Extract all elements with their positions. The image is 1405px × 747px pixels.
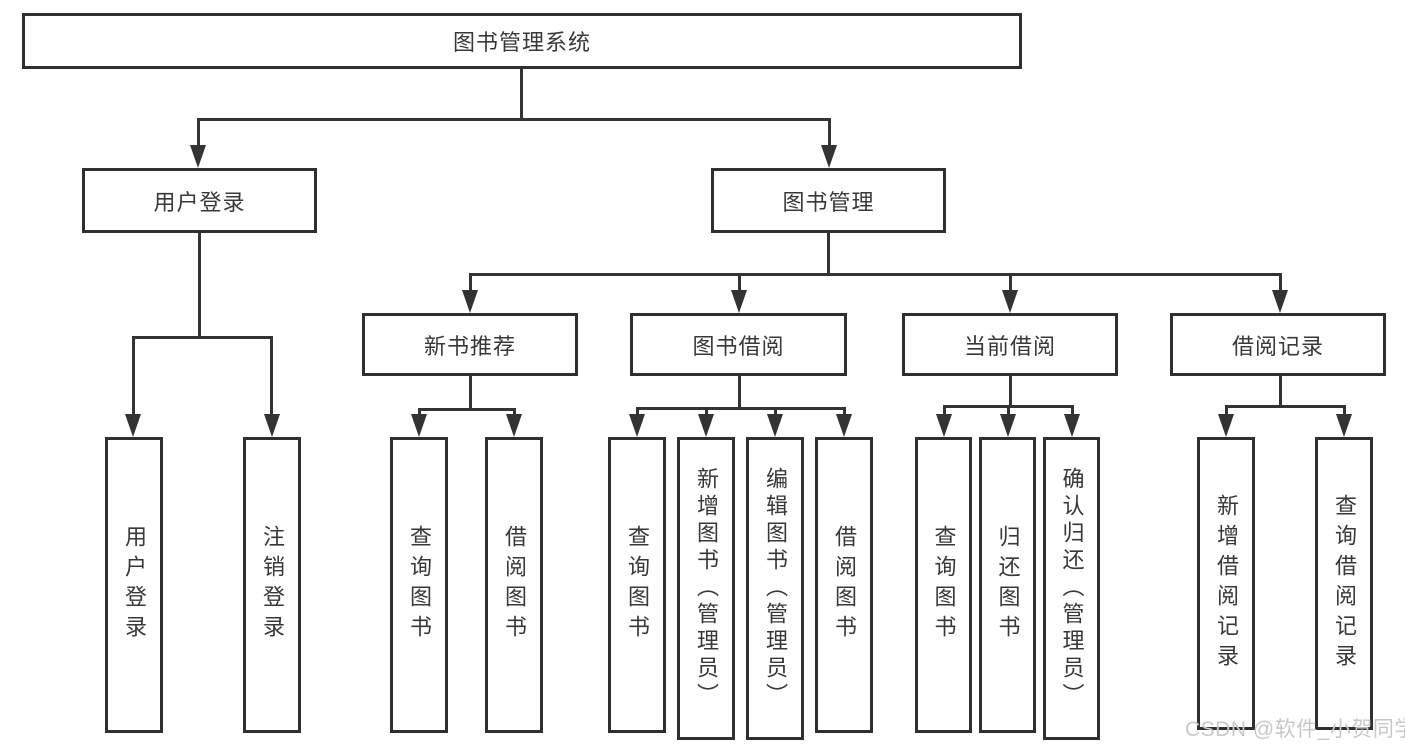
connector-root-trunk (520, 69, 523, 119)
node-leaf-user-login: 用户登录 (105, 437, 163, 733)
arrow-down-icon (731, 290, 747, 313)
node-leaf-borrow-books-rec-label: 借阅图书 (502, 525, 527, 645)
connector-book-mgmt-trunk (827, 233, 830, 273)
arrow-down-icon (821, 145, 837, 168)
connector-user-login-split (132, 336, 273, 339)
node-leaf-add-book-admin-label: 新增图书（管理员） (694, 467, 719, 710)
arrow-down-icon (767, 414, 783, 437)
node-leaf-add-borrow-record-label: 新增借阅记录 (1214, 493, 1239, 674)
connector-level3-split (469, 273, 1282, 276)
node-root-label: 图书管理系统 (452, 30, 591, 55)
node-leaf-user-login-label: 用户登录 (122, 525, 147, 645)
node-root: 图书管理系统 (22, 13, 1022, 69)
node-current-borrow: 当前借阅 (902, 313, 1118, 376)
connector-drop (843, 407, 846, 416)
arrow-down-icon (1064, 414, 1080, 437)
node-leaf-return-book-label: 归还图书 (995, 525, 1021, 645)
connector-drop-current-borrow (1009, 273, 1012, 292)
arrow-down-icon (629, 414, 645, 437)
connector-drop (636, 407, 639, 416)
node-user-login: 用户登录 (82, 168, 317, 233)
arrow-down-icon (836, 414, 852, 437)
arrow-down-icon (1218, 414, 1234, 437)
connector-drop (774, 407, 777, 416)
connector-borrow-records-trunk (1279, 376, 1282, 405)
watermark: CSDN @软件_小贺同学 (1185, 718, 1405, 741)
connector-book-borrow-split (636, 407, 845, 410)
node-leaf-logout: 注销登录 (243, 437, 301, 733)
node-leaf-query-books-rec: 查询图书 (390, 437, 448, 733)
connector-drop-new-book-rec (469, 273, 472, 292)
node-book-borrow: 图书借阅 (630, 313, 847, 376)
node-new-book-rec-label: 新书推荐 (423, 333, 516, 359)
arrow-down-icon (411, 414, 427, 437)
node-leaf-query-books-current-label: 查询图书 (931, 525, 957, 645)
node-leaf-borrow-books-rec: 借阅图书 (485, 437, 543, 733)
connector-drop (418, 408, 421, 416)
node-user-login-label: 用户登录 (153, 189, 246, 215)
node-leaf-query-borrow-record: 查询借阅记录 (1315, 437, 1373, 730)
arrow-down-icon (1336, 414, 1352, 437)
node-leaf-query-books-borrow-label: 查询图书 (625, 525, 650, 645)
node-leaf-logout-label: 注销登录 (260, 525, 285, 645)
connector-new-book-rec-split (418, 408, 516, 411)
arrow-down-icon (1272, 290, 1288, 313)
arrow-down-icon (125, 414, 141, 437)
node-book-mgmt-label: 图书管理 (782, 189, 875, 215)
connector-drop-borrow-records (1279, 273, 1282, 292)
node-leaf-query-books-borrow: 查询图书 (608, 437, 666, 733)
node-leaf-confirm-return-admin: 确认归还（管理员） (1043, 437, 1100, 740)
connector-drop-leaf-user-login (132, 336, 135, 416)
arrow-down-icon (1000, 414, 1016, 437)
node-borrow-records: 借阅记录 (1170, 313, 1386, 376)
connector-user-login-trunk (198, 233, 201, 336)
node-borrow-records-label: 借阅记录 (1231, 333, 1324, 359)
node-leaf-edit-book-admin-label: 编辑图书（管理员） (763, 467, 788, 710)
arrow-down-icon (506, 414, 522, 437)
arrow-down-icon (190, 145, 206, 168)
arrow-down-icon (698, 414, 714, 437)
node-leaf-edit-book-admin: 编辑图书（管理员） (746, 437, 804, 740)
connector-drop (1343, 405, 1346, 416)
node-leaf-query-borrow-record-label: 查询借阅记录 (1332, 493, 1357, 674)
connector-drop-leaf-logout (270, 336, 273, 416)
connector-drop (1007, 405, 1010, 416)
connector-drop (1071, 405, 1074, 416)
connector-current-borrow-trunk (1009, 376, 1012, 405)
connector-book-borrow-trunk (738, 376, 741, 407)
node-leaf-add-book-admin: 新增图书（管理员） (677, 437, 735, 740)
node-book-borrow-label: 图书借阅 (692, 333, 785, 359)
node-leaf-return-book: 归还图书 (979, 437, 1036, 733)
connector-drop-user-login (197, 118, 200, 146)
node-leaf-borrow-books-borrow-label: 借阅图书 (832, 525, 857, 645)
node-leaf-query-books-rec-label: 查询图书 (407, 525, 432, 645)
connector-drop (1225, 405, 1228, 416)
arrow-down-icon (1002, 290, 1018, 313)
connector-new-book-rec-trunk (469, 376, 472, 408)
connector-drop (513, 408, 516, 416)
arrow-down-icon (936, 414, 952, 437)
node-leaf-query-books-current: 查询图书 (915, 437, 972, 733)
arrow-down-icon (462, 290, 478, 313)
node-new-book-rec: 新书推荐 (362, 313, 578, 376)
node-current-borrow-label: 当前借阅 (963, 333, 1056, 359)
node-leaf-borrow-books-borrow: 借阅图书 (815, 437, 873, 733)
connector-drop (705, 407, 708, 416)
connector-drop (943, 405, 946, 416)
node-book-mgmt: 图书管理 (711, 168, 946, 233)
connector-drop-book-borrow (738, 273, 741, 292)
connector-level2-split (197, 118, 831, 121)
arrow-down-icon (264, 414, 280, 437)
connector-borrow-records-split (1225, 405, 1346, 408)
node-leaf-confirm-return-admin-label: 确认归还（管理员） (1059, 467, 1085, 710)
node-leaf-add-borrow-record: 新增借阅记录 (1197, 437, 1255, 730)
connector-drop-book-mgmt (828, 118, 831, 146)
